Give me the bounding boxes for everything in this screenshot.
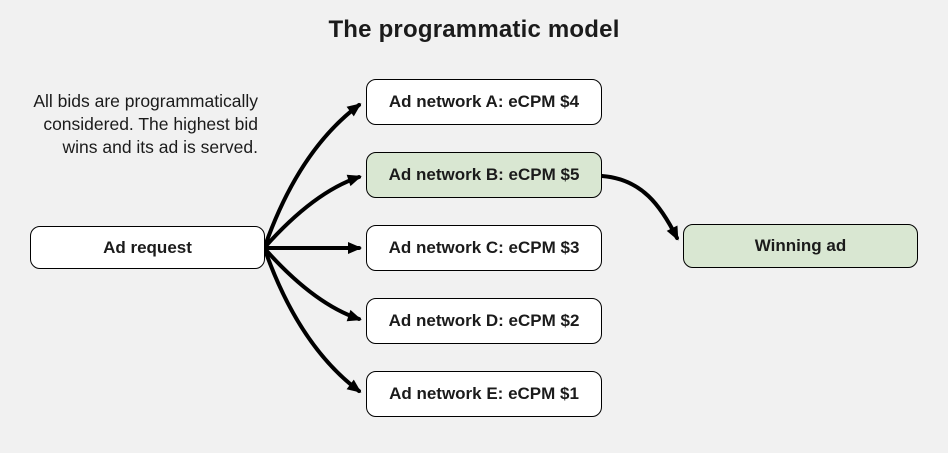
description-line: considered. The highest bid (43, 114, 258, 134)
node-label: Winning ad (754, 236, 847, 255)
node-ad-network-c: Ad network C: eCPM $3 (366, 225, 602, 271)
node-label: Ad request (103, 237, 192, 257)
description-line: All bids are programmatically (33, 91, 258, 111)
arrow-request-to-network-a (263, 103, 362, 248)
arrow-request-to-network-b (263, 174, 362, 249)
node-label: Ad network D: eCPM $2 (388, 311, 580, 330)
node-winning-ad: Winning ad (683, 224, 918, 268)
node-ad-network-b: Ad network B: eCPM $5 (366, 152, 602, 198)
arrow-request-to-network-e (263, 248, 362, 393)
description-text: All bids are programmatically considered… (14, 90, 258, 159)
node-label: Ad network E: eCPM $1 (389, 384, 579, 403)
node-ad-network-e: Ad network E: eCPM $1 (366, 371, 602, 417)
node-ad-request: Ad request (30, 226, 265, 269)
arrow-network-b-to-winning (600, 174, 679, 241)
node-label: Ad network C: eCPM $3 (388, 238, 580, 257)
node-label: Ad network B: eCPM $5 (388, 165, 580, 184)
node-ad-network-d: Ad network D: eCPM $2 (366, 298, 602, 344)
node-ad-network-a: Ad network A: eCPM $4 (366, 79, 602, 125)
page-title: The programmatic model (328, 16, 620, 43)
node-label: Ad network A: eCPM $4 (388, 92, 580, 111)
arrow-request-to-network-d (263, 247, 362, 322)
description-line: wins and its ad is served. (62, 137, 258, 157)
